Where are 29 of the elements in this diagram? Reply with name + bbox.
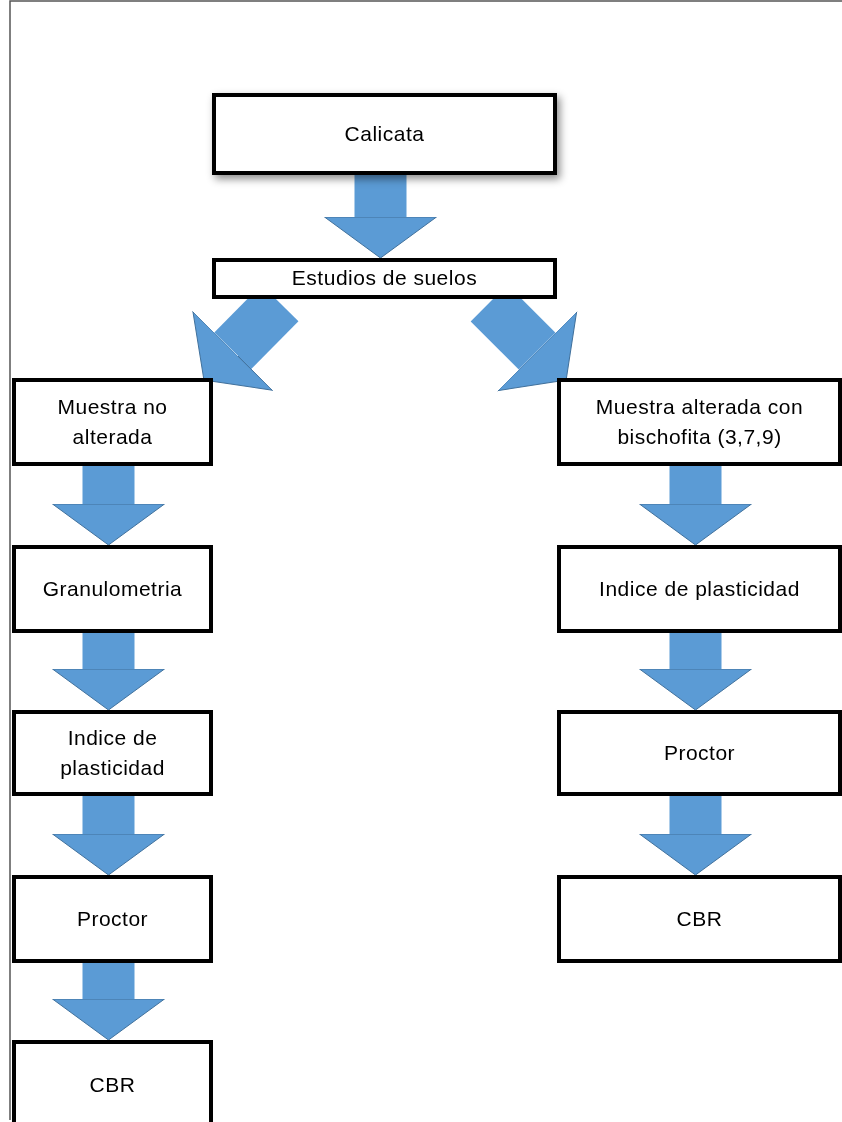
block-arrow	[52, 796, 165, 876]
process-box	[12, 545, 213, 633]
box-label: Granulometria	[42, 575, 183, 602]
process-box	[12, 1040, 213, 1122]
block-arrow	[324, 175, 437, 259]
process-box	[557, 875, 842, 963]
process-box	[212, 93, 557, 175]
box-label: Indice de plasticidad	[599, 575, 800, 602]
box-label: CBR	[89, 1071, 136, 1098]
process-box	[557, 545, 842, 633]
box-label: Indice de plasticidad	[59, 724, 166, 781]
block-arrow	[52, 633, 165, 711]
box-label: CBR	[676, 905, 723, 932]
block-arrow	[639, 796, 752, 876]
process-box	[12, 710, 213, 796]
process-box	[557, 710, 842, 796]
box-label: Calicata	[344, 120, 425, 147]
process-box	[212, 258, 557, 299]
box-label: Proctor	[76, 905, 149, 932]
box-label: Estudios de suelos	[291, 265, 478, 292]
block-arrow	[639, 633, 752, 711]
block-arrow	[639, 466, 752, 546]
block-arrow	[52, 963, 165, 1041]
box-label: Proctor	[663, 739, 736, 766]
box-label: Muestra alterada con bischofita (3,7,9)	[594, 393, 805, 450]
box-label: Muestra no alterada	[56, 393, 169, 450]
process-box	[12, 378, 213, 466]
process-box	[12, 875, 213, 963]
process-box	[557, 378, 842, 466]
